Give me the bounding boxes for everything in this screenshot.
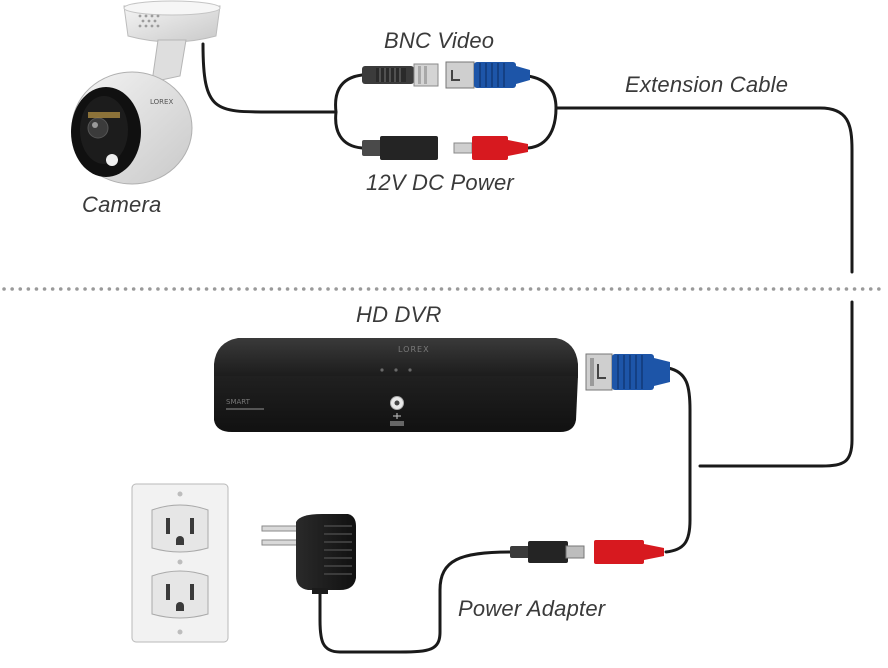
- dvr-splitter-cable: [664, 366, 692, 554]
- bnc-video-label: BNC Video: [384, 28, 495, 53]
- cables: [201, 42, 854, 654]
- hd-dvr-label: HD DVR: [356, 302, 442, 327]
- camera-illustration: LOREX: [71, 0, 221, 185]
- adapter-output-cable: [318, 550, 512, 654]
- camera-arm: [151, 39, 187, 83]
- dvr-bnc-connector: [585, 353, 670, 391]
- bnc-video-connectors: [362, 61, 530, 89]
- extension-splitter-cable: [526, 74, 558, 150]
- camera-bnc-connector: [362, 63, 439, 87]
- camera-head: LOREX: [71, 71, 193, 185]
- camera-lens: [87, 117, 109, 139]
- extension-bnc-connector: [445, 61, 530, 89]
- speaker-grille-icon: [138, 14, 160, 28]
- camera-pir-sensor: [106, 154, 118, 166]
- dvr-status-leds: [380, 368, 412, 372]
- camera-mount-top: [123, 0, 221, 16]
- dvr-badge-underline: [226, 408, 264, 410]
- camera-cable: [201, 42, 338, 114]
- extension-cable-run-lower: [698, 300, 854, 468]
- camera-label: Camera: [82, 192, 162, 217]
- power-adapter-label: Power Adapter: [458, 596, 606, 621]
- usb-icon: [393, 413, 401, 419]
- extension-cable-run: [554, 106, 854, 274]
- dc-power-connectors: [362, 136, 528, 160]
- dvr-smart-badge: SMART: [226, 398, 251, 406]
- dvr-top-panel: [214, 338, 578, 378]
- extension-cable-label: Extension Cable: [625, 72, 789, 97]
- adapter-plug-connector: [510, 541, 585, 563]
- outlet-receptacle-top: [151, 504, 209, 553]
- adapter-prongs: [261, 525, 299, 546]
- adapter-grip-ridges: [324, 525, 352, 575]
- extension-power-connector: [453, 136, 528, 160]
- outlet-receptacle-bottom: [151, 570, 209, 619]
- extension-power-connector-bottom: [594, 540, 664, 564]
- camera-splitter-cable: [334, 73, 364, 150]
- camera-led-strip: [88, 112, 120, 118]
- wall-outlet: [131, 483, 229, 643]
- camera-power-connector: [362, 136, 438, 160]
- dvr-usb-port: [390, 421, 404, 426]
- dc-power-label: 12V DC Power: [366, 170, 514, 195]
- dvr-brand-logo: LOREX: [398, 345, 430, 354]
- dvr-illustration: LOREX SMART: [214, 338, 670, 432]
- camera-brand-mark: LOREX: [150, 98, 173, 106]
- power-adapter: [261, 514, 356, 594]
